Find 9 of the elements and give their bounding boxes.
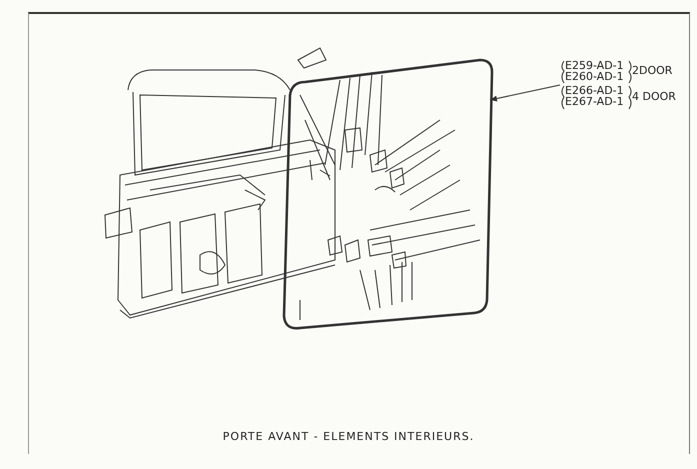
door-variant-label: 4 DOOR bbox=[632, 91, 676, 103]
part-number: E266-AD-1 bbox=[565, 85, 624, 97]
door-variant-label: 2DOOR bbox=[632, 65, 672, 77]
leader-line bbox=[490, 84, 560, 102]
door-seal bbox=[282, 58, 494, 330]
part-number: E260-AD-1 bbox=[565, 71, 624, 83]
caption: PORTE AVANT - ELEMENTS INTERIEURS. bbox=[222, 430, 476, 443]
part-number: E267-AD-1 bbox=[565, 96, 624, 108]
part-number: E259-AD-1 bbox=[565, 60, 624, 72]
